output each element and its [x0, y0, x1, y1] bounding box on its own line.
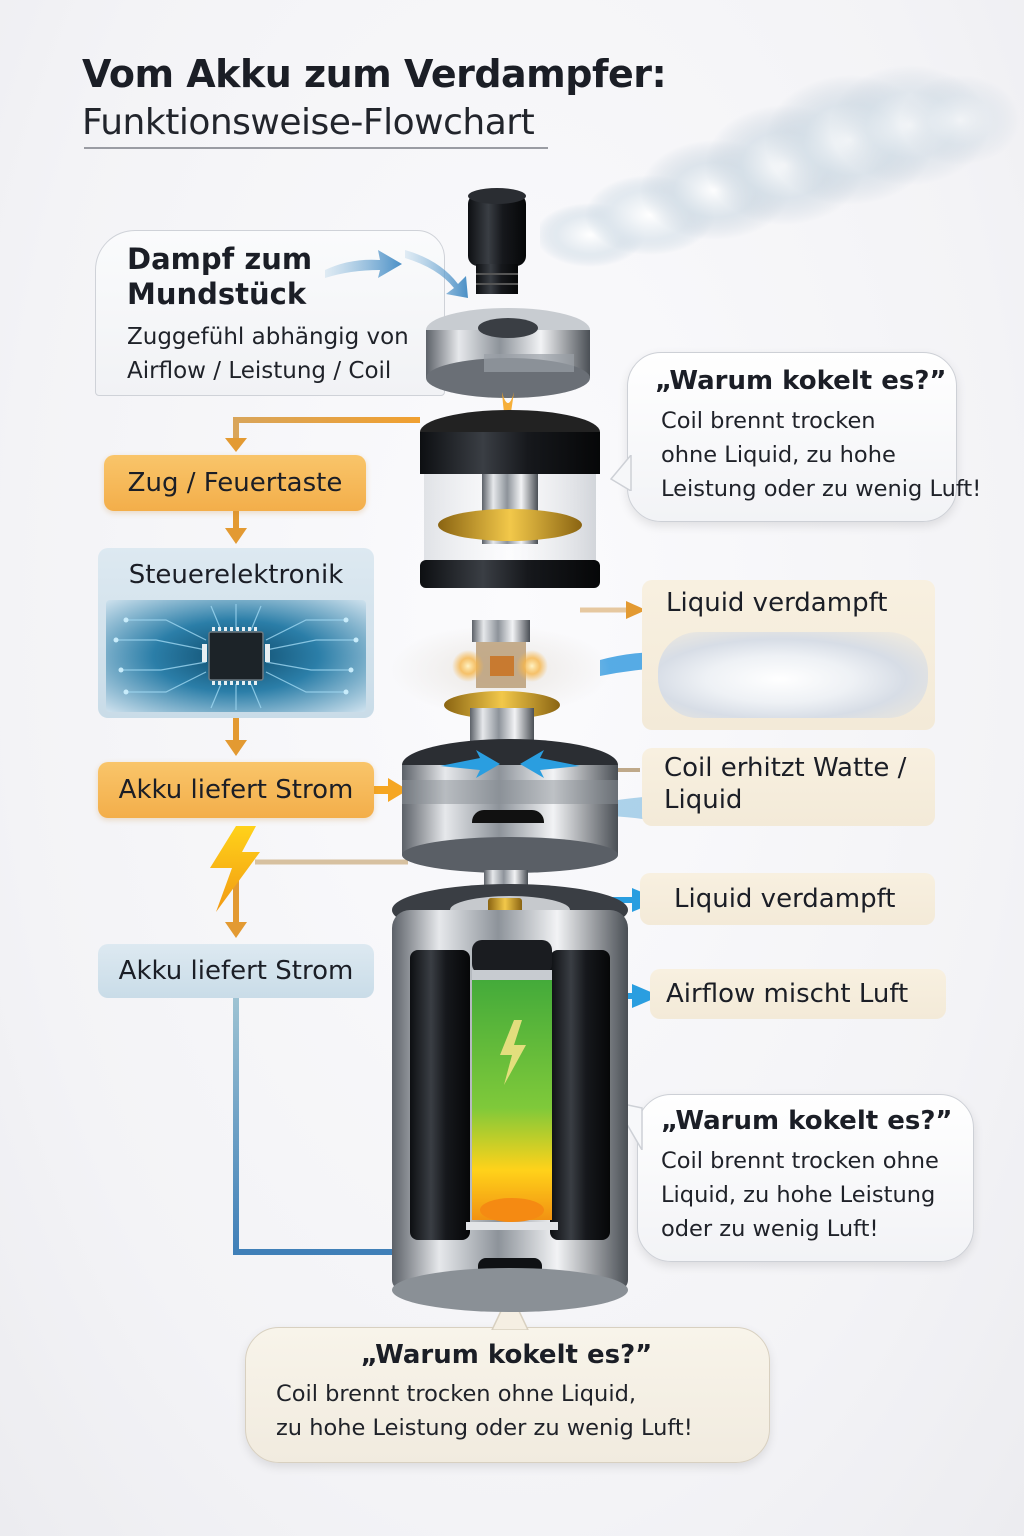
liquid-verdampft-text: Liquid verdampft [666, 588, 888, 618]
mouthpiece-heading-line2: Mundstück [127, 277, 307, 311]
warum-line: oder zu wenig Luft! [661, 1216, 879, 1242]
flow-step-steuerelektronik: Steuerelektronik [98, 548, 374, 718]
warum-callout-top [627, 352, 957, 522]
warum-body: Coil brennt trocken ohne Liquid, zu hohe… [661, 1144, 939, 1246]
warum-line: zu hohe Leistung oder zu wenig Luft! [276, 1415, 693, 1441]
mouthpiece-body: Zuggefühl abhängig von Airflow / Leistun… [127, 320, 409, 388]
warum-line: Coil brennt trocken ohne Liquid, [276, 1381, 636, 1407]
label-airflow-mischt-luft: Airflow mischt Luft [650, 969, 946, 1019]
warum-line: ohne Liquid, zu hohe [661, 442, 896, 468]
vapor-arrow-icon [325, 250, 468, 298]
vapor-cloud-icon [658, 632, 928, 718]
coil-text-line2: Liquid [664, 785, 743, 815]
warum-line: Leistung oder zu wenig Luft! [661, 476, 982, 502]
mouthpiece-body-line2: Airflow / Leistung / Coil [127, 358, 392, 384]
warum-line: Coil brennt trocken ohne [661, 1148, 939, 1174]
warum-body: Coil brennt trocken ohne Liquid, zu hohe… [276, 1377, 693, 1445]
label-liquid-verdampft-2: Liquid verdampft [640, 873, 935, 925]
mouthpiece-heading: Dampf zum Mundstück [127, 242, 312, 312]
warum-body: Coil brennt trocken ohne Liquid, zu hohe… [661, 404, 981, 506]
page-subtitle: Funktionsweise-Flowchart [82, 102, 535, 143]
warum-callout-bottom [245, 1327, 770, 1463]
warum-heading: „Warum kokelt es?” [360, 1340, 653, 1370]
flow-step-zug-feuertaste: Zug / Feuertaste [104, 455, 366, 511]
mouthpiece-heading-line1: Dampf zum [127, 242, 313, 276]
page-title: Vom Akku zum Verdampfer: [82, 52, 667, 96]
title-divider [84, 147, 548, 149]
vapor-cloud-icon [540, 65, 1020, 267]
warum-line: Coil brennt trocken [661, 408, 876, 434]
steuerelektronik-label: Steuerelektronik [128, 560, 344, 590]
mouthpiece-body-line1: Zuggefühl abhängig von [127, 324, 409, 350]
microchip-icon [106, 600, 366, 712]
warum-callout-middle [637, 1094, 974, 1262]
bubble-tail [610, 455, 632, 491]
lightning-bolt-icon [210, 826, 260, 912]
label-liquid-verdampft: Liquid verdampft [642, 580, 935, 730]
coil-text: Coil erhitzt Watte / Liquid [664, 752, 906, 816]
warum-line: Liquid, zu hohe Leistung [661, 1182, 936, 1208]
vaporizer-device-illustration [390, 188, 628, 1312]
label-coil-erhitzt: Coil erhitzt Watte / Liquid [642, 748, 935, 826]
flow-step-akku-liefert-strom-2: Akku liefert Strom [98, 944, 374, 998]
coil-text-line1: Coil erhitzt Watte / [664, 753, 907, 783]
flow-step-akku-liefert-strom: Akku liefert Strom [98, 762, 374, 818]
warum-heading: „Warum kokelt es?” [661, 1106, 953, 1136]
warum-heading: „Warum kokelt es?” [655, 366, 947, 396]
